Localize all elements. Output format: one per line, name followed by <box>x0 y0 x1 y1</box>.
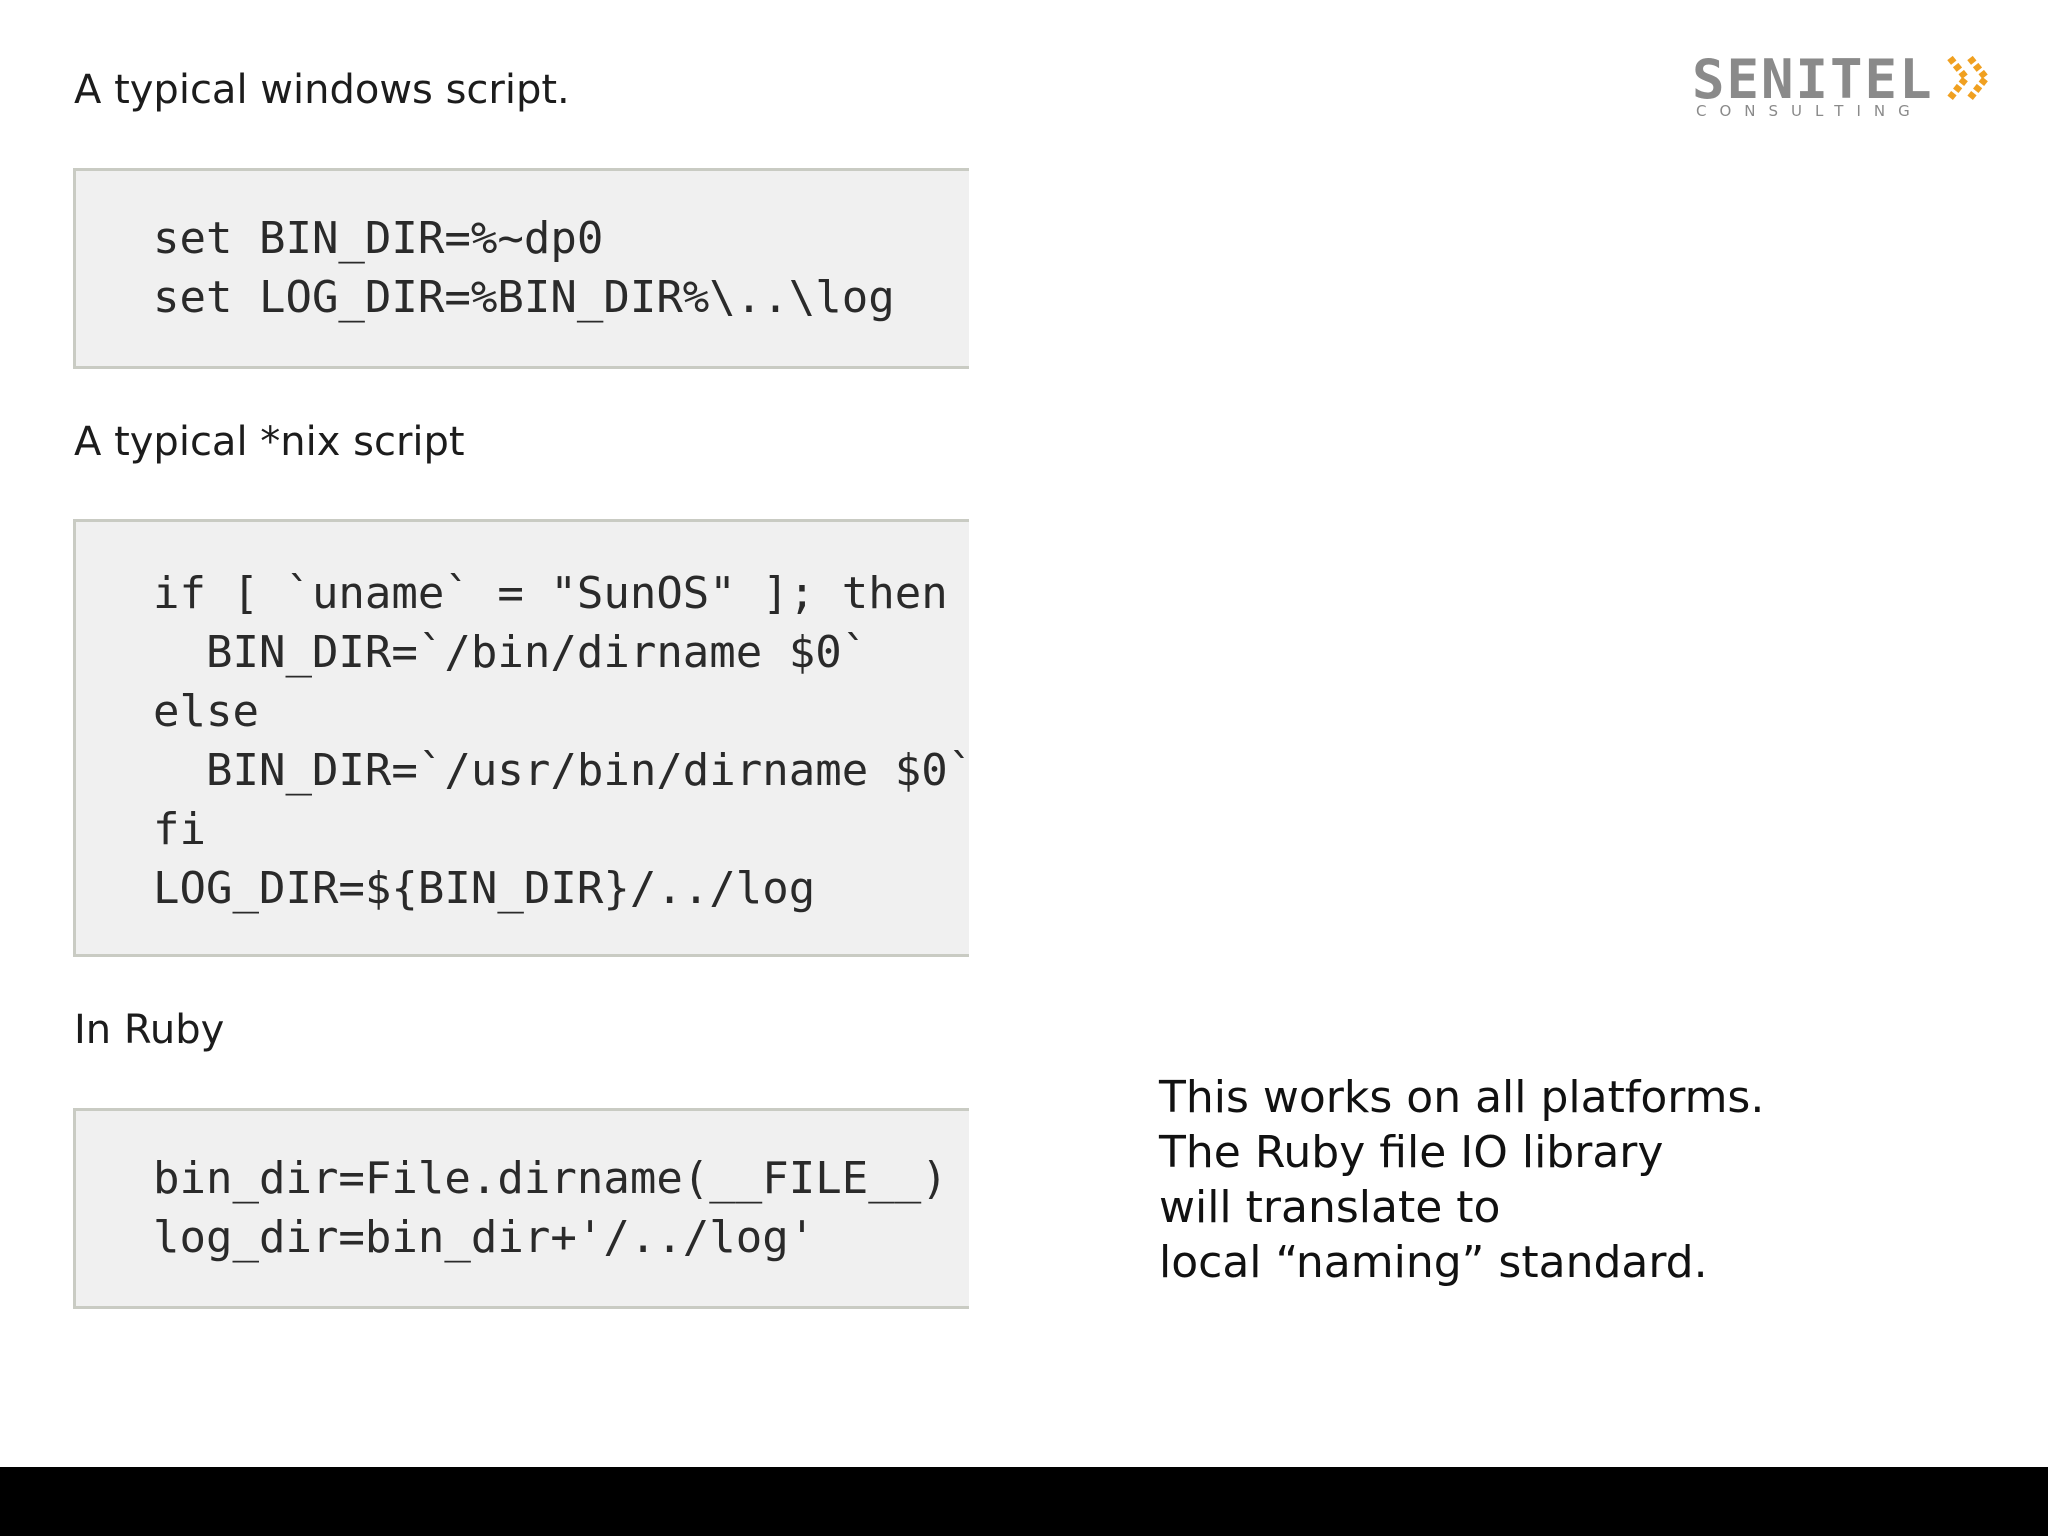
code-block-ruby: bin_dir=File.dirname(__FILE__) log_dir=b… <box>73 1108 969 1309</box>
section-heading-nix: A typical *nix script <box>74 419 465 465</box>
code-line: BIN_DIR=`/bin/dirname $0` <box>153 627 869 678</box>
code-line: bin_dir=File.dirname(__FILE__) <box>153 1153 948 1204</box>
note-line: This works on all platforms. <box>1159 1072 1765 1123</box>
senitel-logo: SENITEL CONSULTING <box>1692 52 2002 122</box>
section-heading-windows: A typical windows script. <box>74 67 570 113</box>
double-chevron-right-icon <box>1947 55 1991 101</box>
section-heading-ruby: In Ruby <box>74 1007 225 1053</box>
note-line: The Ruby file IO library <box>1159 1127 1664 1178</box>
logo-tagline: CONSULTING <box>1696 102 1923 120</box>
code-line: set LOG_DIR=%BIN_DIR%\..\log <box>153 272 895 323</box>
code-line: LOG_DIR=${BIN_DIR}/../log <box>153 863 816 914</box>
code-line: if [ `uname` = "SunOS" ]; then <box>153 568 948 619</box>
explanation-note: This works on all platforms. The Ruby fi… <box>1159 1070 1764 1290</box>
code-line: log_dir=bin_dir+'/../log' <box>153 1212 816 1263</box>
code-line: BIN_DIR=`/usr/bin/dirname $0` <box>153 745 969 796</box>
footer-bar <box>0 1467 2048 1536</box>
logo-wordmark: SENITEL <box>1692 48 1934 111</box>
code-block-windows: set BIN_DIR=%~dp0 set LOG_DIR=%BIN_DIR%\… <box>73 168 969 369</box>
code-line: set BIN_DIR=%~dp0 <box>153 213 604 264</box>
code-block-nix: if [ `uname` = "SunOS" ]; then BIN_DIR=`… <box>73 519 969 957</box>
note-line: will translate to <box>1159 1182 1501 1233</box>
code-line: else <box>153 686 259 737</box>
note-line: local “naming” standard. <box>1159 1237 1708 1288</box>
slide: SENITEL CONSULTING A typical windows scr… <box>0 0 2048 1467</box>
code-line: fi <box>153 804 206 855</box>
